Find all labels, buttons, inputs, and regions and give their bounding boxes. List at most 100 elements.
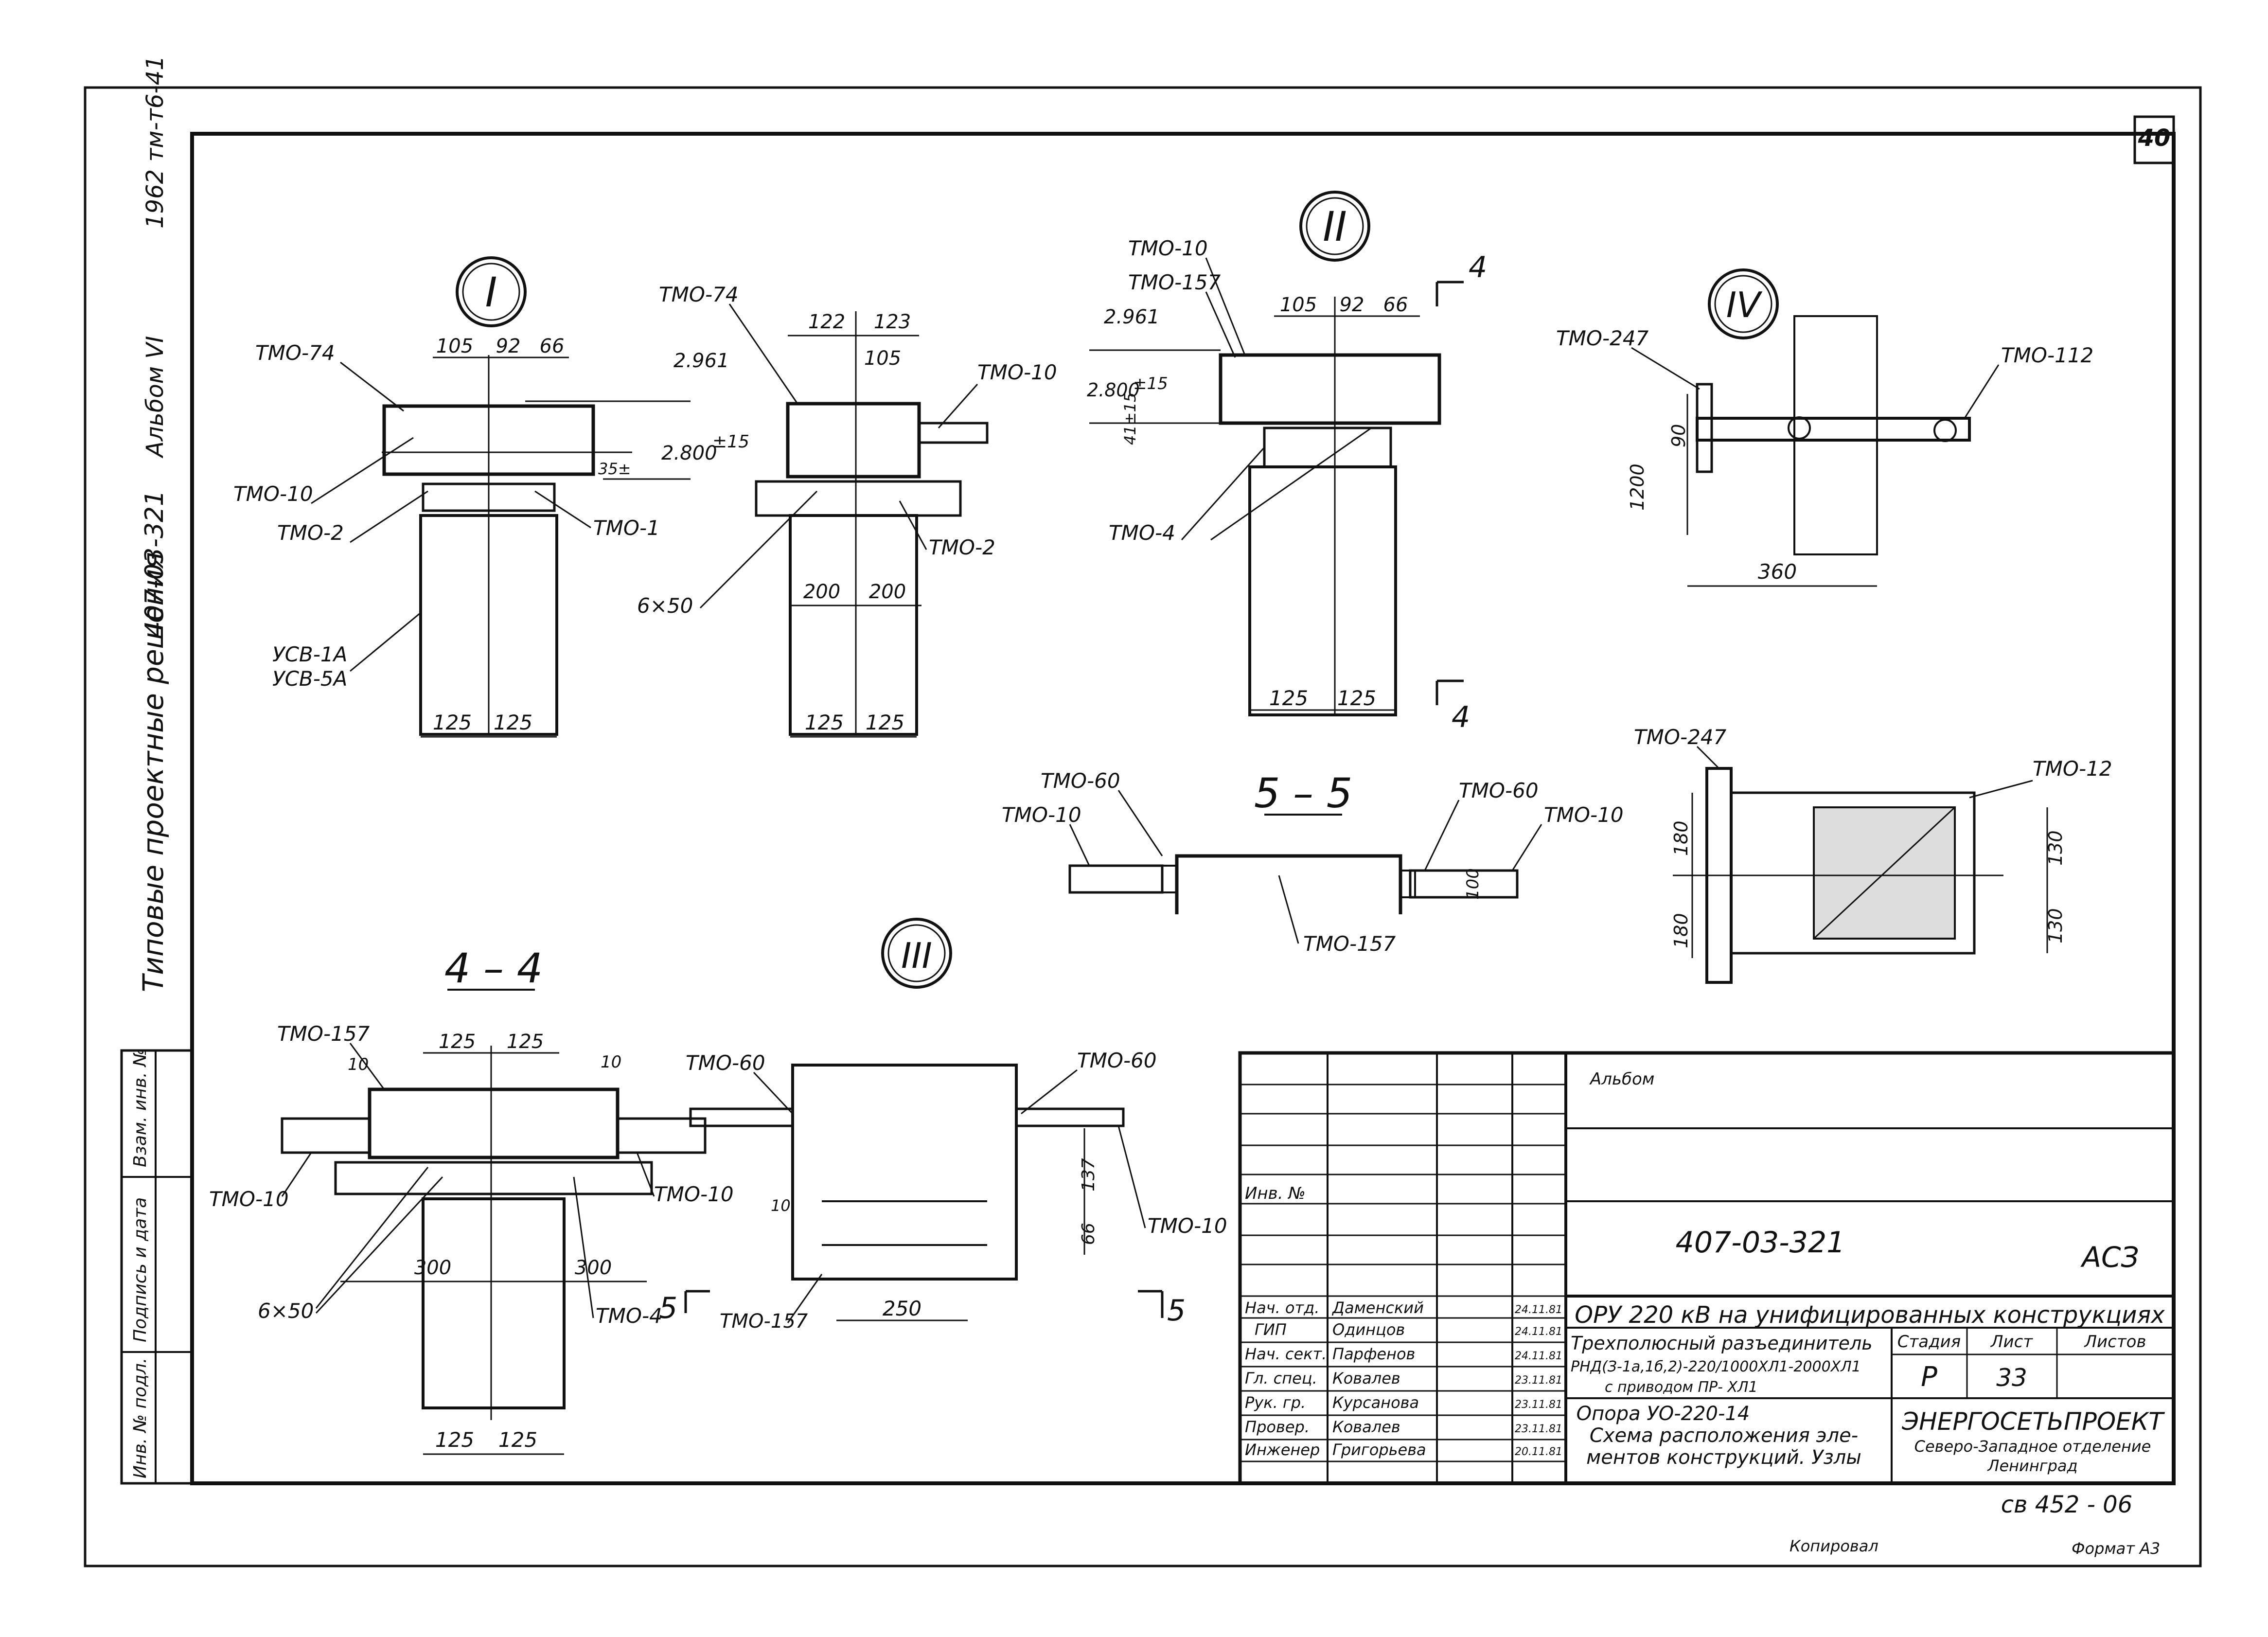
section-4-4-post — [422, 1197, 566, 1409]
section-5-5-label-4: ТМО-157 — [1303, 932, 1396, 956]
node-II-level-1: 2.800 — [1087, 379, 1140, 401]
title-ghost-text: Альбом — [1589, 1069, 1654, 1089]
node-III-dim-0: 137 — [1079, 1158, 1099, 1192]
node-I-level-2: ±15 — [712, 432, 749, 452]
node-Ib-dim-top-0: 122 — [808, 311, 845, 333]
margin-box-strip — [120, 1049, 194, 1485]
staff-role-3: Гл. спец. — [1245, 1369, 1317, 1388]
node-I-level-0: 2.961 — [673, 350, 729, 372]
node-II-dim-bottom-1: 125 — [1337, 686, 1376, 710]
node-I-label-4: УСВ-1А — [272, 642, 347, 666]
node-I: I ТМО-74 ТМО-10 ТМО-2 ТМО-1 УСВ-1А УСВ-5… — [233, 256, 749, 738]
node-I-marker-circle — [456, 256, 527, 327]
section-5-5-label-2: ТМО-60 — [1459, 779, 1539, 802]
node-I-dim-top-0: 105 — [436, 335, 473, 357]
node-I-label-0: ТМО-74 — [255, 341, 335, 365]
node-III-marker-circle — [881, 918, 952, 989]
node-Ib-label-1: ТМО-10 — [977, 360, 1057, 384]
node-II-marker-circle — [1299, 191, 1370, 262]
node-II-cut-mark-bottom: 4 — [1452, 700, 1470, 734]
title-sheet-title-2: ментов конструкций. Узлы — [1586, 1446, 1861, 1469]
title-desc-1: РНД(З-1а,1б,2)-220/1000ХЛ1-2000ХЛ1 — [1571, 1358, 1861, 1375]
node-Ib-dim-mid-1: 200 — [869, 581, 906, 603]
node-II-level-0: 2.961 — [1104, 306, 1160, 328]
title-sheet-title-0: Опора УО-220-14 — [1577, 1403, 1750, 1425]
node-Ib: ТМО-74 ТМО-10 ТМО-2 6×50 122 123 105 200… — [637, 283, 1057, 738]
section-4-4-label-1: ТМО-10 — [209, 1187, 289, 1211]
node-IV-label-0: ТМО-247 — [1556, 326, 1649, 350]
margin-doc-code: 407-03-321 — [140, 490, 169, 637]
margin-album: Альбом VI — [142, 336, 169, 459]
section-4-4-label-2: ТМО-10 — [654, 1182, 734, 1206]
sheet-number: 40 — [2138, 125, 2171, 152]
section-5-5-title: 5 – 5 — [1254, 769, 1352, 817]
staff-name-1: Одинцов — [1332, 1320, 1405, 1339]
node-III-label-2: ТМО-10 — [1148, 1214, 1227, 1238]
section-4-4-label-3: 6×50 — [258, 1299, 314, 1323]
node-I-dim-bottom-1: 125 — [494, 711, 532, 734]
node-IV-dim-0: 90 — [1668, 424, 1689, 447]
node-II-post — [1248, 465, 1397, 716]
title-sheet-value: 33 — [1996, 1364, 2027, 1392]
section-5-5-label-3: ТМО-10 — [1544, 803, 1624, 827]
section-5-5-profile — [1175, 854, 1402, 914]
node-IV-dim-2: 360 — [1758, 560, 1797, 584]
node-IVb-dim-right-0: 130 — [2045, 830, 2066, 866]
node-III-label-0: ТМО-60 — [686, 1051, 765, 1075]
node-II-label-0: ТМО-10 — [1128, 236, 1208, 260]
staff-role-5: Провер. — [1245, 1418, 1310, 1436]
node-IVb-dim-left-0: 180 — [1670, 820, 1692, 856]
node-II-marker: II — [1323, 203, 1347, 250]
node-IV-label-1: ТМО-112 — [2001, 343, 2093, 367]
title-org-sub-0: Северо-Западное отделение — [1914, 1437, 2151, 1456]
footer-copied: Копировал — [1790, 1537, 1878, 1555]
section-5-5-label-0: ТМО-60 — [1041, 769, 1120, 793]
node-II-cut-mark-top: 4 — [1469, 250, 1487, 285]
staff-role-1: ГИП — [1255, 1320, 1287, 1339]
node-IVb-dim-left-1: 180 — [1670, 913, 1692, 948]
staff-role-2: Нач. сект. — [1245, 1345, 1327, 1363]
margin-inv-code: 1962 тм-т6-41 — [142, 55, 169, 229]
title-desc-0: Трехполюсный разъединитель — [1571, 1333, 1873, 1354]
staff-role-4: Рук. гр. — [1245, 1393, 1306, 1412]
node-III: III ТМО-60 ТМО-60 ТМО-10 ТМО-157 137 66 … — [659, 918, 1227, 1333]
staff-name-5: Ковалев — [1332, 1418, 1400, 1436]
title-stage-header: Стадия — [1897, 1332, 1961, 1352]
node-III-dim-3: 250 — [883, 1297, 921, 1320]
node-IV: IV ТМО-247 ТМО-112 90 1200 360 — [1556, 268, 2093, 587]
node-II-cap — [1219, 353, 1441, 425]
node-II-label-2: ТМО-4 — [1109, 521, 1175, 545]
node-Ib-post — [789, 514, 918, 736]
node-III-column — [791, 1064, 1018, 1281]
node-I-label-3: ТМО-1 — [593, 516, 660, 540]
node-II-level-2: ±15 — [1133, 374, 1168, 393]
node-I-label-2: ТМО-2 — [277, 521, 344, 545]
staff-date-6: 20.11.81 — [1515, 1446, 1562, 1458]
section-4-4-dim-top-0: 125 — [439, 1031, 476, 1053]
section-4-4-dim-top-2: 10 — [348, 1055, 369, 1074]
node-I-label-5: УСВ-5А — [272, 667, 347, 691]
node-IVb-label-1: ТМО-12 — [2033, 757, 2112, 781]
node-Ib-label-2: ТМО-2 — [929, 535, 995, 559]
stamp-code: св 452 - 06 — [2001, 1491, 2132, 1518]
section-4-4-dim-mid-0: 300 — [414, 1257, 451, 1279]
staff-date-5: 23.11.81 — [1515, 1423, 1562, 1435]
section-5-5-dim-0: 100 — [1463, 868, 1483, 900]
node-IV-marker-circle — [1708, 268, 1779, 339]
margin-box-2: Инв. № подл. — [130, 1358, 150, 1478]
node-II-level-3: 41±15 — [1121, 392, 1139, 445]
node-Ib-dim-mid-0: 200 — [803, 581, 840, 603]
staff-date-0: 24.11.81 — [1515, 1304, 1562, 1316]
node-I-level-1: 2.800 — [661, 442, 717, 464]
node-IV-beam — [1696, 417, 1971, 442]
sheet-number-box — [2133, 115, 2175, 164]
staff-role-6: Инженер — [1245, 1441, 1320, 1459]
title-sheet-header: Лист — [1990, 1332, 2033, 1352]
staff-date-1: 24.11.81 — [1515, 1326, 1562, 1338]
staff-name-6: Григорьева — [1332, 1441, 1426, 1459]
staff-role-0: Нач. отд. — [1245, 1299, 1319, 1317]
title-sheet-title-1: Схема расположения эле- — [1590, 1424, 1858, 1447]
staff-name-3: Ковалев — [1332, 1369, 1400, 1388]
section-4-4-label-0: ТМО-157 — [277, 1022, 370, 1046]
